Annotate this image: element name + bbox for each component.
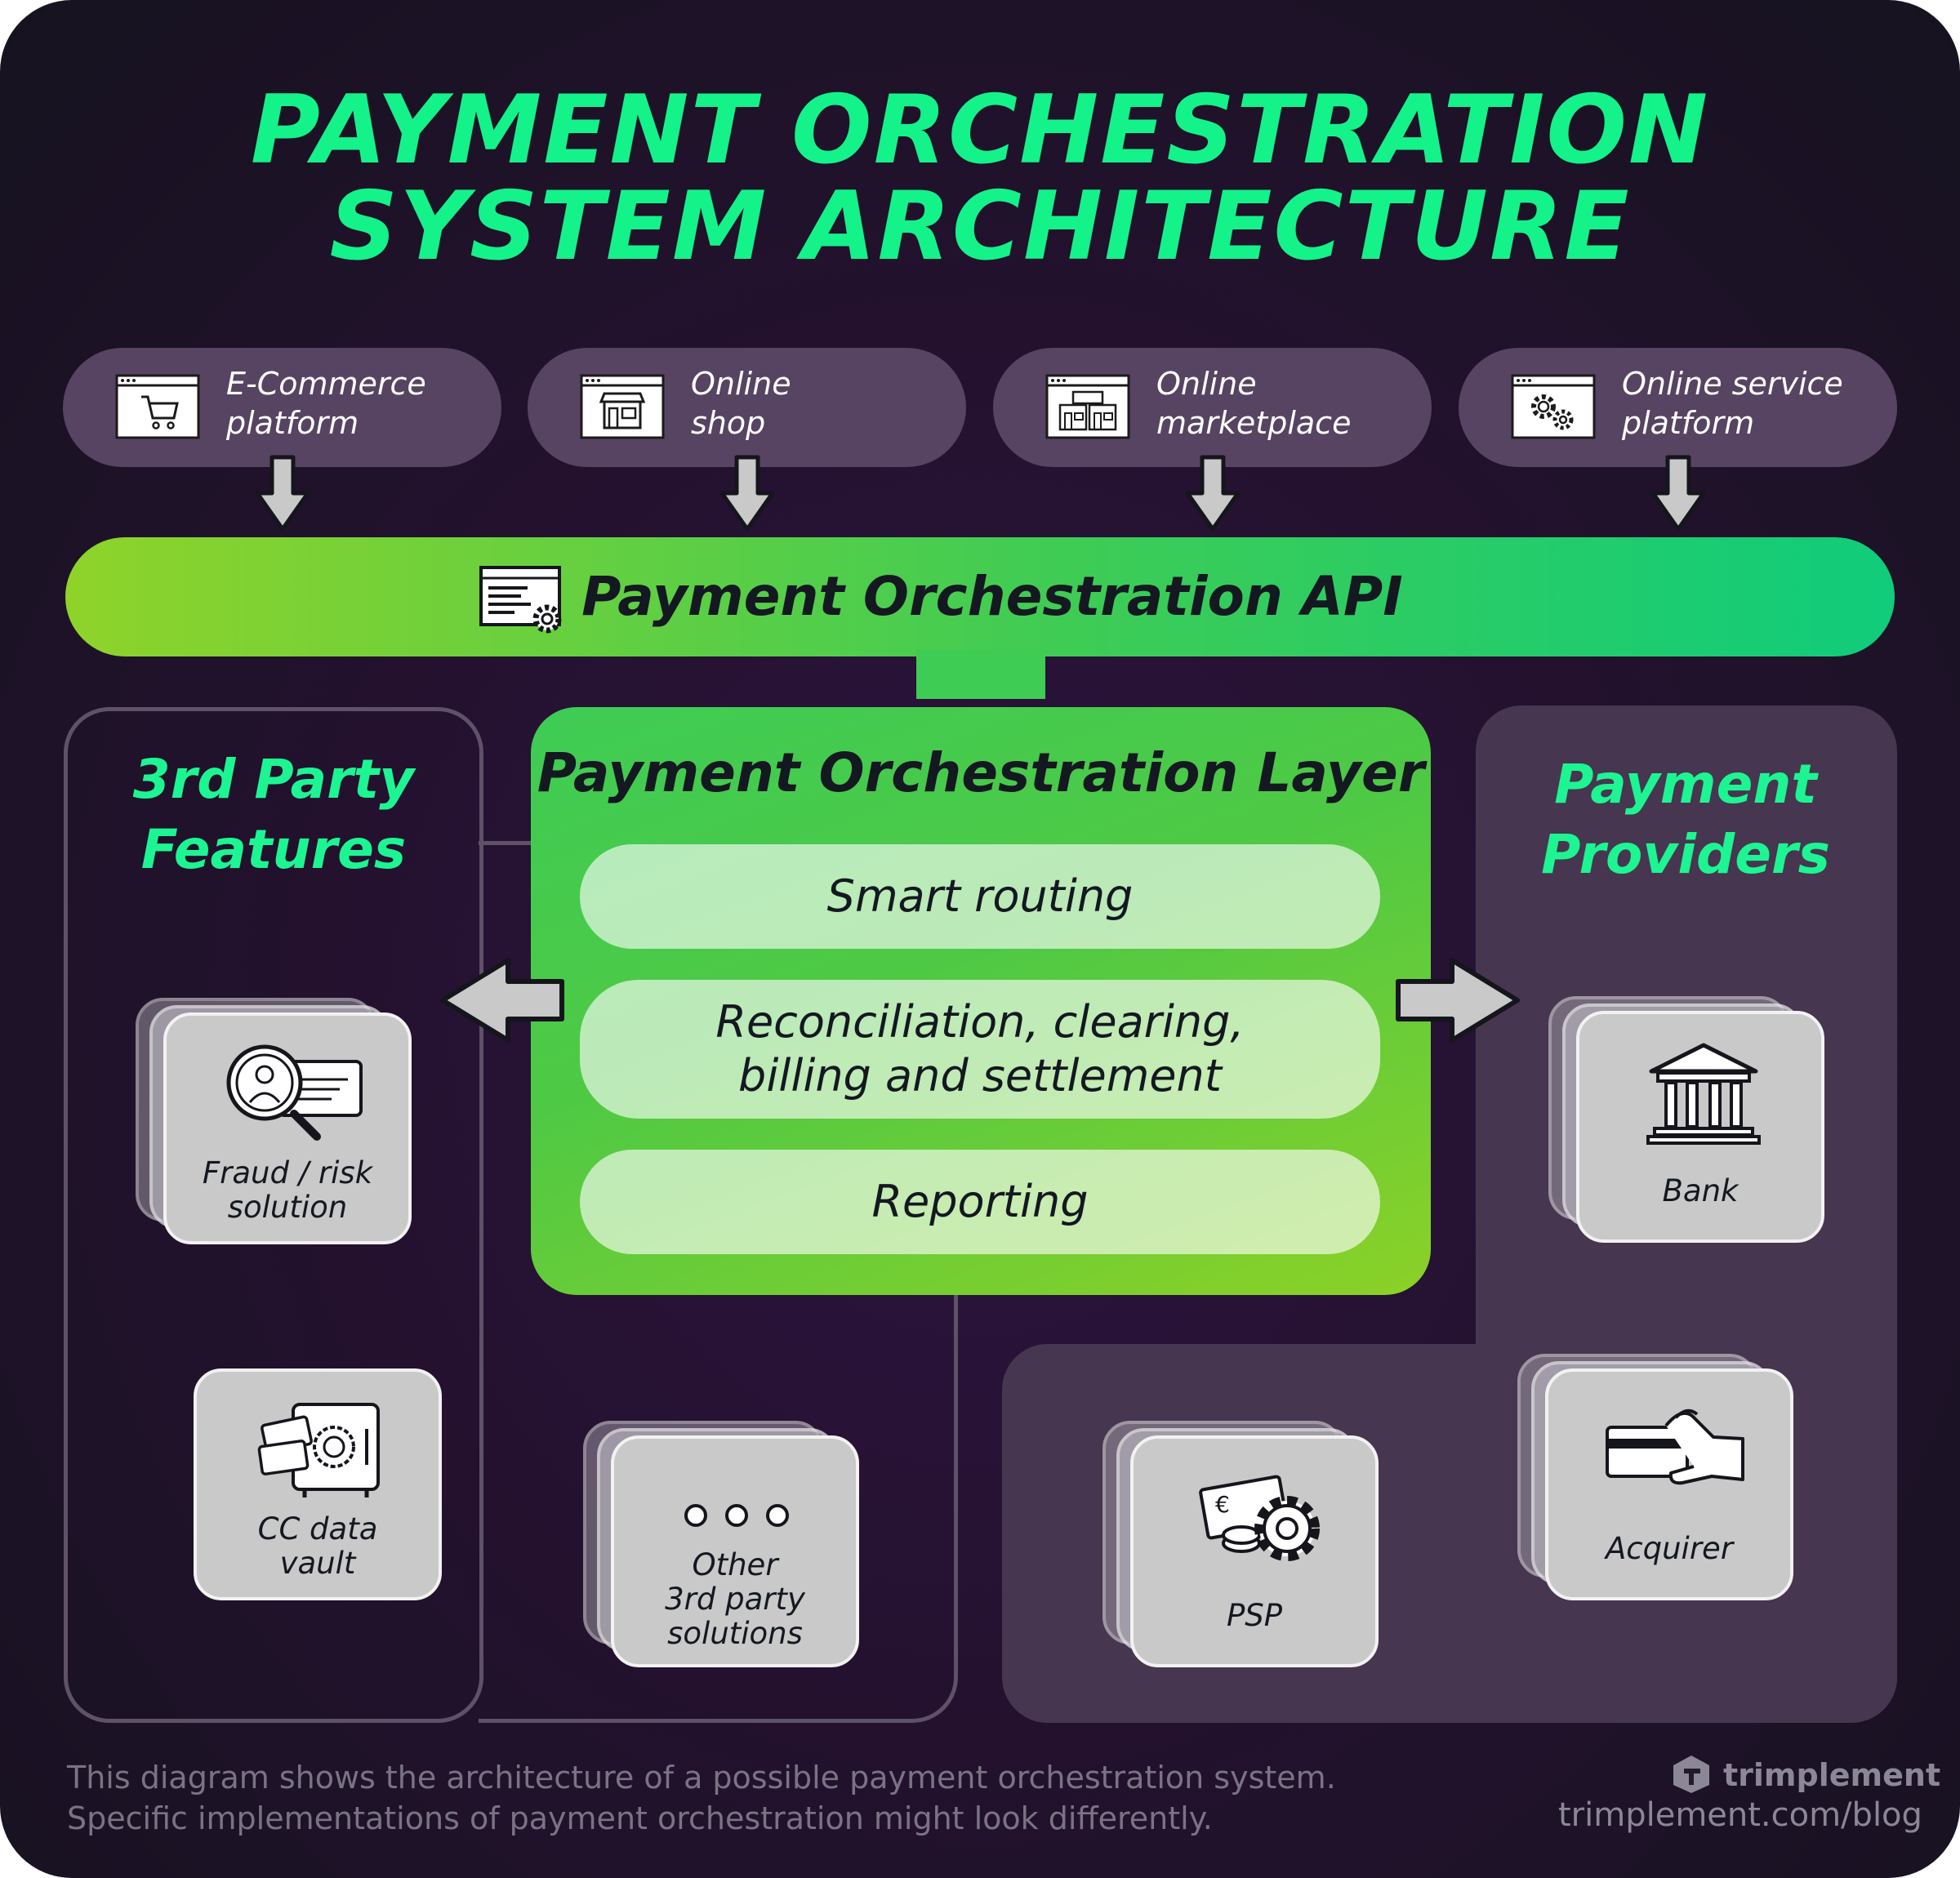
card-body: Bank: [1576, 1011, 1824, 1243]
layer-item-line-1: Reconciliation, clearing,: [715, 996, 1245, 1048]
title-line-2: SYSTEM ARCHITECTURE: [329, 171, 1631, 282]
card-body: Fraud / risk solution: [163, 1012, 412, 1244]
card-other-3rd-party: Other 3rd party solutions: [583, 1421, 859, 1667]
marketplace-icon: [1045, 374, 1130, 439]
layer-item-reconciliation: Reconciliation, clearing, billing and se…: [580, 980, 1380, 1119]
money-gear-icon: €: [1199, 1475, 1320, 1561]
source-label-line-1: E-Commerce: [226, 366, 426, 402]
layer-item-line-1: Smart routing: [826, 870, 1134, 922]
source-online-marketplace: Online marketplace: [993, 348, 1432, 467]
third-party-region-left: [64, 707, 483, 1723]
fraud-magnifier-icon: [226, 1044, 363, 1141]
layer-item-reporting: Reporting: [580, 1150, 1380, 1254]
card-label-line-2: 3rd party: [665, 1582, 805, 1617]
card-cc-data-vault: CC data vault: [194, 1368, 442, 1600]
source-label-line-2: platform: [1622, 405, 1755, 441]
card-label-line-1: Bank: [1662, 1173, 1739, 1208]
brand-url[interactable]: trimplement.com/blog: [1558, 1796, 1922, 1834]
layer-item-line-1: Reporting: [871, 1176, 1089, 1227]
card-hand-icon: [1606, 1408, 1744, 1485]
card-label-line-1: Fraud / risk: [202, 1155, 373, 1190]
layer-item-line-2: billing and settlement: [738, 1050, 1222, 1101]
source-label-line-1: Online: [691, 366, 791, 402]
card-bank: Bank: [1548, 996, 1824, 1243]
layer-title: Payment Orchestration Layer: [537, 741, 1425, 804]
card-label-line-1: PSP: [1226, 1598, 1283, 1633]
svg-text:€: €: [1215, 1491, 1230, 1518]
payment-providers-title-line-1: Payment: [1554, 753, 1817, 816]
card-fraud-risk-solution: Fraud / risk solution: [136, 998, 412, 1244]
card-label-line-1: CC data: [257, 1511, 378, 1546]
trimplement-logo-icon: [1673, 1756, 1709, 1793]
down-arrow-icon: [255, 455, 310, 532]
payment-orchestration-api-bar: Payment Orchestration API: [65, 537, 1895, 656]
card-label-line-1: Acquirer: [1605, 1531, 1734, 1566]
footnote-line-1: This diagram shows the architecture of a…: [67, 1760, 1336, 1796]
card-body: Other 3rd party solutions: [611, 1435, 859, 1667]
card-acquirer: Acquirer: [1517, 1354, 1793, 1600]
card-label-line-3: solutions: [667, 1616, 803, 1651]
third-party-title: 3rd Party Features: [74, 745, 474, 885]
left-arrow-icon: [440, 958, 564, 1043]
card-label-line-2: vault: [279, 1546, 356, 1581]
source-label-line-2: marketplace: [1156, 405, 1352, 441]
card-body: Acquirer: [1545, 1368, 1793, 1600]
ellipsis-icon: [684, 1504, 789, 1527]
brand-name: trimplement: [1723, 1757, 1941, 1793]
right-arrow-icon: [1396, 958, 1520, 1043]
source-label-line-2: shop: [691, 405, 766, 441]
payment-providers-title: Payment Providers: [1481, 750, 1890, 890]
layer-item-smart-routing: Smart routing: [580, 844, 1380, 949]
api-code-gear-icon: [479, 566, 562, 634]
card-label-line-1: Other: [692, 1547, 778, 1582]
source-label-line-1: Online service: [1622, 366, 1843, 402]
source-online-service-platform: Online service platform: [1459, 348, 1897, 467]
footnote-line-2: Specific implementations of payment orch…: [67, 1800, 1213, 1836]
down-arrow-icon: [719, 455, 775, 532]
payment-orchestration-layer: Payment Orchestration Layer Smart routin…: [531, 707, 1431, 1295]
gears-icon: [1511, 374, 1596, 439]
card-psp: € PSP: [1102, 1421, 1379, 1667]
shopping-cart-icon: [115, 374, 200, 439]
third-party-title-line-2: Features: [140, 818, 407, 881]
title-line-1: PAYMENT ORCHESTRATION: [250, 75, 1710, 185]
down-arrow-icon: [1185, 455, 1241, 532]
down-arrow-icon: [1650, 455, 1706, 532]
bank-building-icon: [1646, 1043, 1761, 1145]
source-ecommerce-platform: E-Commerce platform: [63, 348, 501, 467]
third-party-title-line-1: 3rd Party: [132, 748, 415, 811]
api-layer-connector: [916, 650, 1045, 699]
card-label-line-2: solution: [227, 1190, 348, 1225]
storefront-icon: [580, 374, 665, 439]
source-online-shop: Online shop: [528, 348, 966, 467]
card-body: € PSP: [1130, 1435, 1379, 1667]
source-label-line-2: platform: [226, 405, 359, 441]
source-label-line-1: Online: [1156, 366, 1257, 402]
payment-providers-title-line-2: Providers: [1541, 823, 1830, 886]
safe-vault-icon: [257, 1403, 380, 1498]
card-body: CC data vault: [194, 1368, 442, 1600]
api-label: Payment Orchestration API: [581, 565, 1403, 628]
